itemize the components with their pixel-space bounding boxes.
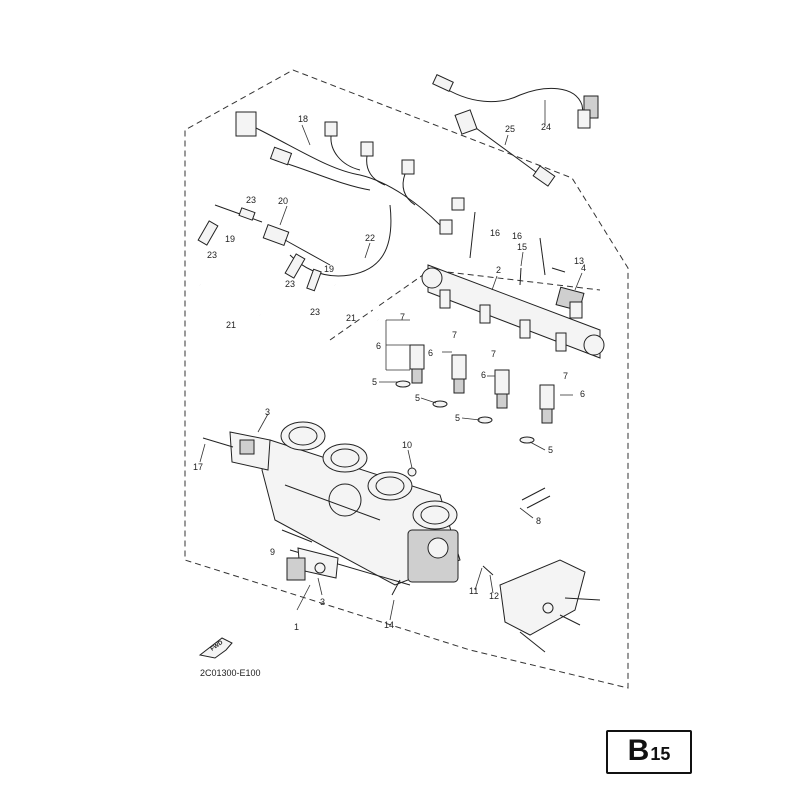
injector-4: [519, 384, 555, 444]
callout-23-a: 23: [246, 195, 256, 205]
callout-14: 14: [384, 620, 394, 630]
callout-19-b: 19: [324, 264, 334, 274]
throttle-sensor-3-top: [229, 431, 271, 471]
callout-1: 1: [294, 622, 299, 632]
fuel-hose-25: [454, 109, 556, 187]
callout-5-a: 5: [372, 377, 377, 387]
callout-22: 22: [365, 233, 375, 243]
bolt-15: [519, 267, 522, 286]
callout-6-d: 6: [580, 389, 585, 399]
hose-21-center-inner: [334, 283, 380, 321]
page-badge-number: 15: [650, 744, 671, 764]
fuel-rail-2: [421, 264, 605, 359]
callout-10: 10: [402, 440, 412, 450]
callout-6-a: 6: [376, 341, 381, 351]
fwd-arrow: [198, 637, 233, 659]
callout-5-b: 5: [415, 393, 420, 403]
callout-4: 4: [581, 263, 586, 273]
bolt-16-a: [469, 211, 476, 259]
callout-3-lower: 3: [320, 597, 325, 607]
screw-9: [281, 529, 313, 543]
callout-13: 13: [574, 256, 584, 266]
callout-15: 15: [517, 242, 527, 252]
callout-23-c: 23: [285, 279, 295, 289]
callout-25: 25: [505, 124, 515, 134]
callout-3-top: 3: [265, 407, 270, 417]
screw-10: [407, 467, 417, 477]
injector-2: [432, 354, 467, 408]
callout-19-a: 19: [225, 234, 235, 244]
diagram-code: 2C01300-E100: [200, 668, 261, 678]
callout-16-b: 16: [512, 231, 522, 241]
callout-23-b: 23: [207, 250, 217, 260]
leader-lines: [199, 100, 583, 621]
screws-8: [521, 487, 551, 509]
injector-3: [477, 369, 510, 424]
screw-14: [391, 579, 401, 596]
page-badge-letter: B: [627, 734, 650, 767]
wire-harness-18: [235, 111, 465, 277]
callout-numbers: 1 2 3 3 4 5 5 5 5 6 6 6 6 7 7 7 7 8 9 10…: [193, 114, 586, 632]
screw-17: [202, 437, 234, 448]
spring-12: [482, 565, 494, 576]
vacuum-hose-set: [197, 204, 331, 292]
pressure-sensor-4: [555, 286, 585, 319]
callout-6-b: 6: [428, 348, 433, 358]
callout-7-a: 7: [400, 312, 405, 322]
callout-21-b: 21: [346, 313, 356, 323]
callout-16-a: 16: [490, 228, 500, 238]
sensor-3-lower: [286, 547, 339, 581]
callout-5-d: 5: [548, 445, 553, 455]
cover: [499, 559, 601, 653]
callout-18: 18: [298, 114, 308, 124]
callout-7-b: 7: [452, 330, 457, 340]
page-badge: B 15: [606, 730, 692, 774]
callout-7-c: 7: [491, 349, 496, 359]
callout-24: 24: [541, 122, 551, 132]
callout-11: 11: [469, 586, 478, 596]
callout-17: 17: [193, 462, 203, 472]
callout-8: 8: [536, 516, 541, 526]
callout-6-c: 6: [481, 370, 486, 380]
fuel-hose-24: [432, 74, 599, 129]
callout-9: 9: [270, 547, 275, 557]
callout-2: 2: [496, 265, 501, 275]
callout-21-a: 21: [226, 320, 236, 330]
bolt-13: [551, 267, 566, 273]
callout-5-c: 5: [455, 413, 460, 423]
assembly-boundary: [184, 69, 629, 689]
callout-20: 20: [278, 196, 288, 206]
hose-21-left-inner: [198, 284, 261, 317]
injector-1: [395, 344, 425, 388]
throttle-body-1: [261, 421, 461, 586]
callout-7-d: 7: [563, 371, 568, 381]
callout-12: 12: [489, 591, 499, 601]
callout-23-d: 23: [310, 307, 320, 317]
bolt-16-b: [539, 237, 546, 276]
